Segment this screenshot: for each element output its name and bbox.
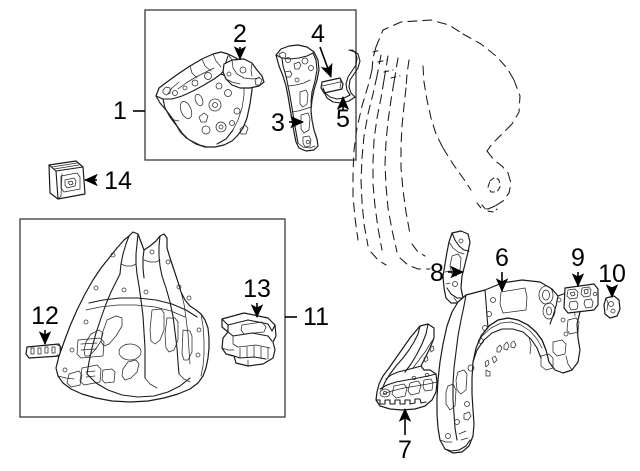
quarter-inner-wheelhouse (436, 279, 582, 454)
callout-label-7: 7 (398, 436, 412, 464)
wheelhouse-outer-panel (55, 231, 210, 403)
callout-label-4: 4 (311, 20, 325, 48)
rectangular-plate (320, 77, 344, 94)
center-pillar-inner-panel (275, 44, 320, 152)
callout-10: 10 (598, 260, 626, 298)
callout-label-12: 12 (31, 302, 59, 330)
callout-label-5: 5 (336, 105, 350, 133)
callout-label-13: 13 (243, 275, 271, 303)
callout-label-9: 9 (571, 244, 585, 272)
callout-11: 11 (285, 303, 329, 331)
callout-5: 5 (336, 96, 350, 133)
rocker-rear-reinforcement (375, 323, 438, 411)
callout-label-14: 14 (104, 167, 132, 195)
mounting-plate-bracket (563, 283, 599, 314)
callout-label-2: 2 (233, 20, 247, 48)
callout-4: 4 (311, 20, 333, 78)
callout-label-8: 8 (430, 259, 444, 287)
callout-3: 3 (271, 109, 304, 137)
vehicle-body-outline-phantom (352, 19, 521, 270)
callout-label-6: 6 (495, 244, 509, 272)
callout-9: 9 (571, 244, 585, 287)
callout-13: 13 (243, 275, 271, 318)
callout-14: 14 (84, 167, 132, 195)
callout-2: 2 (233, 20, 247, 60)
callout-label-1: 1 (113, 97, 127, 125)
jack-reinforcement-bracket (221, 312, 277, 367)
callout-12: 12 (31, 302, 59, 345)
callout-label-11: 11 (303, 303, 329, 331)
callout-7: 7 (398, 408, 412, 464)
callout-8: 8 (430, 259, 464, 287)
square-grommet-cover (48, 160, 86, 200)
callout-6: 6 (495, 244, 509, 292)
callout-1: 1 (113, 97, 145, 125)
callout-label-10: 10 (598, 260, 626, 288)
group-box-11 (19, 218, 286, 418)
group-box-1 (144, 9, 357, 161)
callout-label-3: 3 (271, 109, 285, 137)
